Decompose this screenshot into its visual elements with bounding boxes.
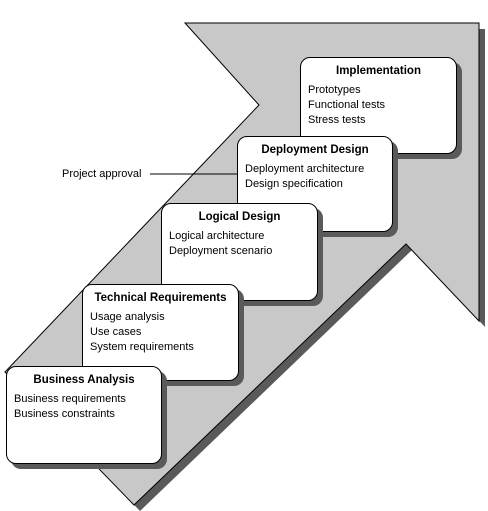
stage-item-list: Prototypes Functional tests Stress tests [308, 83, 385, 128]
stage-item: Prototypes [308, 84, 361, 96]
stage-item: Functional tests [308, 99, 386, 111]
stage-title: Technical Requirements [94, 292, 227, 304]
stage-item: System requirements [90, 341, 194, 353]
stage-business-analysis: Business Analysis Business requirements … [6, 366, 162, 464]
stage-item-list: Usage analysis Use cases System requirem… [90, 310, 194, 355]
stage-item: Logical architecture [169, 230, 265, 242]
stage-item: Business constraints [14, 408, 115, 420]
stage-item: Usage analysis [90, 311, 165, 323]
stage-implementation: Implementation Prototypes Functional tes… [300, 57, 457, 154]
stage-item: Stress tests [308, 114, 366, 126]
stage-item: Design specification [245, 178, 343, 190]
stage-item: Deployment architecture [245, 163, 365, 175]
stage-title: Logical Design [198, 211, 281, 223]
stage-title: Business Analysis [33, 374, 135, 386]
stage-item-list: Deployment architecture Design specifica… [245, 162, 364, 192]
stage-title: Implementation [336, 65, 421, 77]
stage-technical-requirements: Technical Requirements Usage analysis Us… [82, 284, 239, 381]
project-approval-label: Project approval [62, 168, 142, 180]
stage-item: Deployment scenario [169, 245, 273, 257]
stage-item-list: Business requirements Business constrain… [14, 392, 126, 422]
stage-title: Deployment Design [261, 144, 369, 156]
stage-item: Business requirements [14, 393, 126, 405]
stage-item-list: Logical architecture Deployment scenario [169, 229, 272, 259]
stage-item: Use cases [90, 326, 142, 338]
